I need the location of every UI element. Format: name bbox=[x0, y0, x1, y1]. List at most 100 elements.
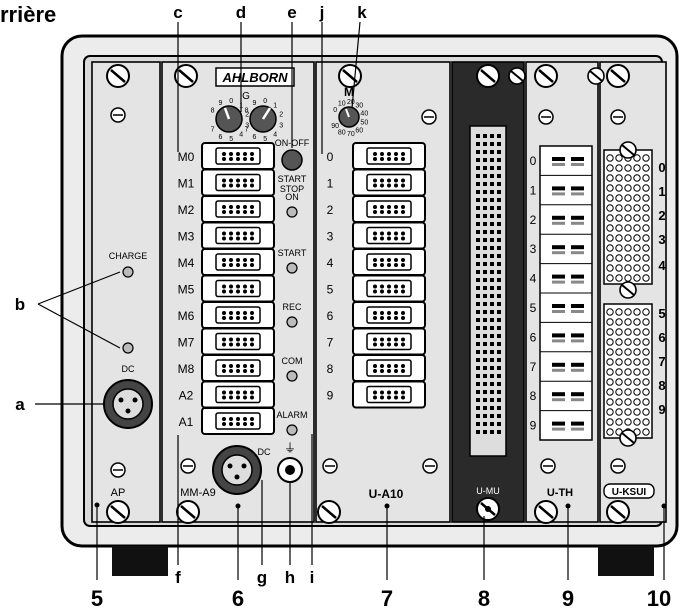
mm-channel-socket[interactable] bbox=[201, 168, 275, 197]
th-terminal bbox=[552, 157, 565, 161]
dial-tick-label: 50 bbox=[360, 120, 368, 127]
a10-channel-socket[interactable] bbox=[352, 168, 426, 197]
th-terminal bbox=[552, 245, 565, 250]
start-label: START bbox=[278, 174, 307, 184]
ksui-channel-label: 9 bbox=[658, 402, 665, 417]
dial-tick-label: 5 bbox=[229, 136, 233, 143]
dial-tick-label: 20 bbox=[347, 99, 355, 106]
th-terminal bbox=[552, 215, 565, 220]
a10-channel-socket[interactable] bbox=[352, 301, 426, 329]
a10-channel-socket[interactable] bbox=[352, 327, 426, 356]
a10-channel-socket[interactable] bbox=[352, 380, 426, 409]
mm-channel-socket[interactable] bbox=[201, 142, 275, 170]
ksui-channel-label: 0 bbox=[658, 160, 665, 175]
mm-channel-label: M1 bbox=[178, 177, 195, 191]
module-number-8: 8 bbox=[478, 586, 490, 611]
th-channel-label: 3 bbox=[530, 242, 537, 256]
ksui-channel-label: 2 bbox=[658, 208, 665, 223]
mm-channel-socket[interactable] bbox=[201, 407, 275, 435]
mm-channel-label: M2 bbox=[178, 203, 195, 217]
dial-tick-label: 0 bbox=[333, 107, 337, 114]
callout-f: f bbox=[175, 568, 181, 587]
a10-channel-socket[interactable] bbox=[352, 142, 426, 170]
mm-channel-label: M6 bbox=[178, 309, 195, 323]
ground-socket bbox=[277, 457, 303, 483]
dc-socket-ap bbox=[103, 379, 153, 429]
dial-tick-label: 40 bbox=[360, 110, 368, 117]
mm-led bbox=[286, 316, 298, 328]
mm-led-label: REC bbox=[282, 302, 302, 312]
dial-tick-label: 70 bbox=[347, 131, 355, 138]
dial-tick-label: 7 bbox=[211, 127, 215, 134]
ksui-channel-label: 5 bbox=[658, 306, 665, 321]
a10-channel-label: 9 bbox=[327, 389, 334, 403]
a10-channel-label: 7 bbox=[327, 336, 334, 350]
a10-channel-label: 4 bbox=[327, 256, 334, 270]
mm-led-label: ON bbox=[285, 192, 299, 202]
dial-tick-label: 30 bbox=[355, 103, 363, 110]
th-terminal bbox=[571, 245, 584, 250]
dial-left bbox=[215, 105, 243, 133]
brand-logo-text: AHLBORN bbox=[222, 70, 289, 85]
mm-led-label: COM bbox=[282, 356, 303, 366]
dial-tick-label: 4 bbox=[239, 132, 243, 139]
th-channel-label: 9 bbox=[530, 419, 537, 433]
mm-channel-socket[interactable] bbox=[201, 380, 275, 409]
module-ksui-badge bbox=[603, 483, 655, 499]
th-terminal bbox=[552, 274, 565, 279]
module-number-5: 5 bbox=[91, 586, 103, 611]
a10-channel-socket[interactable] bbox=[352, 221, 426, 250]
dc-socket-mm bbox=[212, 445, 262, 495]
callout-b: b bbox=[15, 295, 25, 314]
dial-tick-label: 9 bbox=[219, 100, 223, 107]
th-terminal bbox=[552, 421, 565, 426]
a10-channel-socket[interactable] bbox=[352, 354, 426, 382]
start-stop-button[interactable] bbox=[281, 149, 303, 171]
callout-e: e bbox=[287, 3, 296, 22]
dial-m bbox=[338, 106, 360, 128]
mm-channel-label: M0 bbox=[178, 150, 195, 164]
dial-m-label: M bbox=[344, 85, 354, 99]
mm-channel-socket[interactable] bbox=[201, 221, 275, 250]
mm-channel-socket[interactable] bbox=[201, 327, 275, 356]
mm-channel-socket[interactable] bbox=[201, 248, 275, 276]
mm-channel-socket[interactable] bbox=[201, 274, 275, 303]
dial-g-label: G bbox=[242, 91, 250, 102]
mm-channel-label: A2 bbox=[179, 389, 194, 403]
mm-channel-label: M4 bbox=[178, 256, 195, 270]
th-channel-label: 2 bbox=[530, 213, 537, 227]
a10-channel-socket[interactable] bbox=[352, 195, 426, 223]
module-mu-name: U-MU bbox=[476, 486, 500, 496]
dial-tick-label: 3 bbox=[245, 122, 249, 129]
a10-channel-socket[interactable] bbox=[352, 248, 426, 276]
th-channel-label: 8 bbox=[530, 389, 537, 403]
th-terminal bbox=[571, 274, 584, 279]
callout-c: c bbox=[173, 3, 182, 22]
mm-channel-socket[interactable] bbox=[201, 301, 275, 329]
callout-j: j bbox=[319, 3, 325, 22]
callout-i: i bbox=[310, 568, 315, 587]
module-ap-panel bbox=[91, 61, 161, 523]
th-terminal bbox=[571, 215, 584, 220]
th-terminal bbox=[571, 157, 584, 161]
page-title: rrière bbox=[0, 2, 57, 27]
dial-tick-label: 3 bbox=[279, 122, 283, 129]
mm-led-label: ALARM bbox=[276, 410, 307, 420]
th-terminal bbox=[571, 421, 584, 426]
th-channel-label: 7 bbox=[530, 360, 537, 374]
module-th-name: U-TH bbox=[547, 487, 573, 499]
mm-channel-label: M3 bbox=[178, 230, 195, 244]
module-ap-name: AP bbox=[111, 487, 126, 499]
module-a10-name: U-A10 bbox=[369, 487, 404, 501]
mm-channel-socket[interactable] bbox=[201, 195, 275, 223]
dial-tick-label: 10 bbox=[338, 101, 346, 108]
callout-h: h bbox=[285, 568, 295, 587]
module-number-10: 10 bbox=[647, 586, 671, 611]
mm-channel-socket[interactable] bbox=[201, 354, 275, 382]
a10-channel-socket[interactable] bbox=[352, 274, 426, 303]
callout-g: g bbox=[257, 568, 267, 587]
a10-channel-label: 0 bbox=[327, 150, 334, 164]
th-channel-label: 1 bbox=[530, 183, 537, 197]
th-terminal bbox=[552, 186, 565, 191]
